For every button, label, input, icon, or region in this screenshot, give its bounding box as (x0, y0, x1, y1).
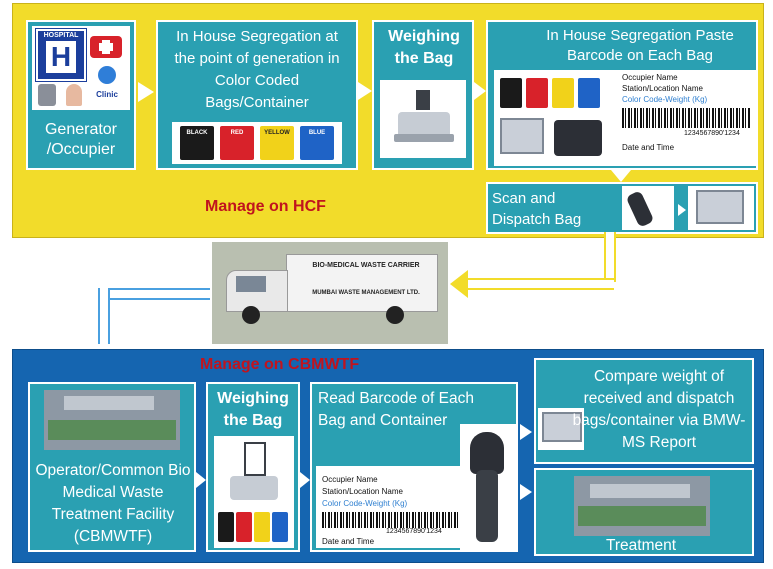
arrow-right-icon (678, 204, 686, 216)
hospital-letter: H (46, 41, 76, 73)
weighing-text-cbmwtf: Weighing the Bag (217, 390, 289, 429)
generator-image: HOSPITAL H Clinic (32, 26, 130, 110)
operator-text: Operator/Common Bio Medical Waste Treatm… (35, 462, 191, 545)
arrow-right-icon (300, 472, 310, 488)
arrow-right-icon (474, 82, 486, 100)
generator-box: HOSPITAL H Clinic Generator /Occupier (26, 20, 136, 170)
weighing-box: Weighing the Bag (372, 20, 474, 170)
computer-icon (542, 412, 582, 442)
treatment-text: Treatment (605, 537, 677, 554)
first-aid-icon (90, 36, 122, 58)
generator-label: Generator /Occupier (44, 121, 118, 158)
cbmwtf-section-label: Manage on CBMWTF (200, 356, 360, 373)
arrow-down-icon (611, 170, 631, 182)
flow-line-truck-cbmwtf (98, 288, 110, 346)
read-barcode-text: Read Barcode of Each Bag and Container (318, 390, 474, 429)
scale-icon (230, 476, 278, 500)
microscope-icon (38, 84, 56, 106)
bin-blue: BLUE (300, 126, 334, 160)
operator-box: Operator/Common Bio Medical Waste Treatm… (28, 382, 196, 552)
arrow-right-icon (138, 82, 154, 102)
facility-image (44, 390, 180, 450)
segregation-box: In House Segregation at the point of gen… (156, 20, 358, 170)
barcode-label-card: Occupier Name Station/Location Name Colo… (316, 466, 462, 548)
computer-image (688, 186, 754, 230)
scan-dispatch-text: Scan and Dispatch Bag (492, 190, 582, 228)
truck-image: BIO-MEDICAL WASTE CARRIER MUMBAI WASTE M… (212, 242, 448, 344)
barcode-scanner-icon (470, 432, 504, 474)
arrow-right-icon (520, 424, 532, 440)
read-barcode-box: Read Barcode of Each Bag and Container O… (310, 382, 518, 552)
treatment-image (574, 476, 710, 536)
weighing-box-cbmwtf: Weighing the Bag (206, 382, 300, 552)
computer-image (538, 408, 584, 450)
compare-text: Compare weight of received and dispatch … (572, 368, 746, 451)
truck-text2: MUMBAI WASTE MANAGEMENT LTD. (312, 290, 420, 296)
flow-line-scan-truck (604, 232, 616, 282)
bin-red: RED (220, 126, 254, 160)
treatment-box: Treatment (534, 468, 754, 556)
barcode-graphic (622, 108, 750, 128)
scale-image (380, 80, 466, 158)
barcode-graphic (322, 512, 458, 528)
hospital-sign-label: HOSPITAL (43, 32, 79, 39)
arrow-right-icon (520, 484, 532, 500)
compare-box: Compare weight of received and dispatch … (534, 358, 754, 464)
arrow-right-icon (196, 472, 206, 488)
barcode-scanner-icon (625, 190, 655, 228)
flow-line-scan-truck (466, 278, 614, 290)
scanner-image (622, 186, 674, 230)
flow-line-truck-cbmwtf (98, 288, 210, 300)
bin-black: BLACK (180, 126, 214, 160)
truck-text1: BIO-MEDICAL WASTE CARRIER (312, 262, 420, 269)
scale-icon (398, 112, 450, 138)
scan-dispatch-box: Scan and Dispatch Bag (486, 182, 758, 234)
label-printer-icon (554, 120, 602, 156)
paste-barcode-box: In House Segregation Paste Barcode on Ea… (486, 20, 758, 170)
hospital-sign-icon: HOSPITAL H (35, 28, 87, 82)
scanner-image (460, 424, 516, 550)
arrow-left-icon (450, 270, 468, 298)
bin-yellow: YELLOW (260, 126, 294, 160)
weighing-text: Weighing the Bag (388, 28, 460, 67)
computer-icon (696, 190, 744, 224)
hcf-section-label: Manage on HCF (205, 198, 326, 215)
segregation-text: In House Segregation at the point of gen… (174, 28, 340, 111)
nurse-icon (66, 84, 82, 106)
arrow-right-icon (358, 82, 372, 100)
clinic-icon: Clinic (92, 66, 122, 106)
paste-barcode-text: In House Segregation Paste Barcode on Ea… (546, 27, 734, 64)
scale-bins-image (214, 436, 294, 548)
computer-icon (500, 118, 544, 154)
barcode-setup-image: Occupier Name Station/Location Name Colo… (494, 70, 756, 166)
truck-icon (226, 254, 438, 324)
